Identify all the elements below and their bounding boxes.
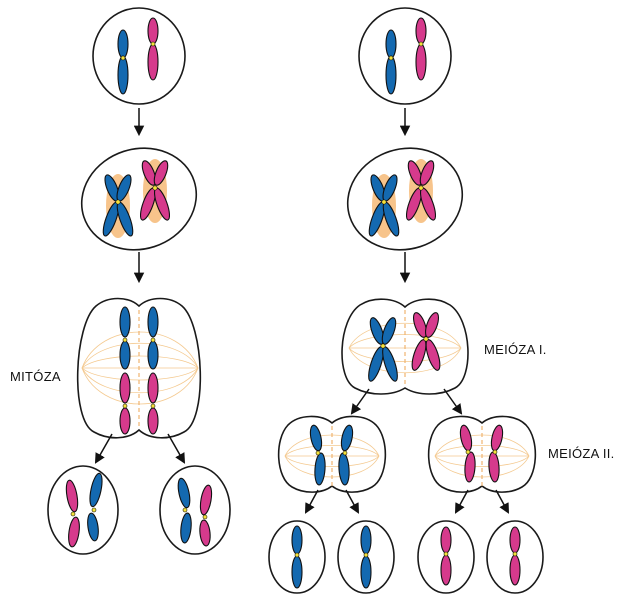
gamete-cell xyxy=(417,520,475,594)
meiosis-replicated-cell xyxy=(346,147,464,251)
pink-homolog-pair xyxy=(411,312,441,371)
mitosis-dividing-cell xyxy=(76,297,202,439)
mitosis-label: MITÓZA xyxy=(10,369,61,384)
blue-chromosome xyxy=(385,29,397,95)
spindle-fibers xyxy=(81,331,199,405)
pink-x-chromosome xyxy=(139,159,171,223)
pink-chromosome xyxy=(147,17,159,81)
gamete-cell xyxy=(486,520,544,594)
meiosis-2-label: MEIÓZA II. xyxy=(548,446,615,461)
meiosis-parent-cell xyxy=(358,7,452,105)
meiosis-2-cell-right xyxy=(427,415,537,493)
arrow-right xyxy=(345,489,360,514)
arrow-left xyxy=(350,388,370,415)
gamete-cell xyxy=(268,520,326,594)
mitosis-daughter-cell-right xyxy=(159,465,231,555)
pink-chromosome xyxy=(415,17,427,81)
mitosis-parent-cell xyxy=(92,7,186,105)
blue-homolog-pair xyxy=(368,317,398,382)
blue-x-chromosome xyxy=(102,174,134,238)
arrow-right xyxy=(495,489,510,514)
arrow-right xyxy=(443,388,463,415)
blue-chromosome xyxy=(117,29,129,95)
mitosis-replicated-cell xyxy=(80,147,198,251)
sister-chromatids-blue xyxy=(119,306,159,370)
blue-x-chromosome xyxy=(368,174,400,238)
meiosis-2-cell-left xyxy=(277,415,387,493)
arrow-right xyxy=(167,433,186,464)
sister-chromatids-pink xyxy=(119,372,159,435)
pink-x-chromosome xyxy=(405,159,437,223)
arrow-left xyxy=(304,489,319,514)
meiosis-1-label: MEIÓZA I. xyxy=(484,342,547,357)
arrow-left xyxy=(454,489,469,514)
arrow-left xyxy=(94,433,113,464)
mitosis-daughter-cell-left xyxy=(47,465,119,555)
meiosis-1-dividing-cell xyxy=(341,298,469,395)
gamete-cell xyxy=(337,520,395,594)
